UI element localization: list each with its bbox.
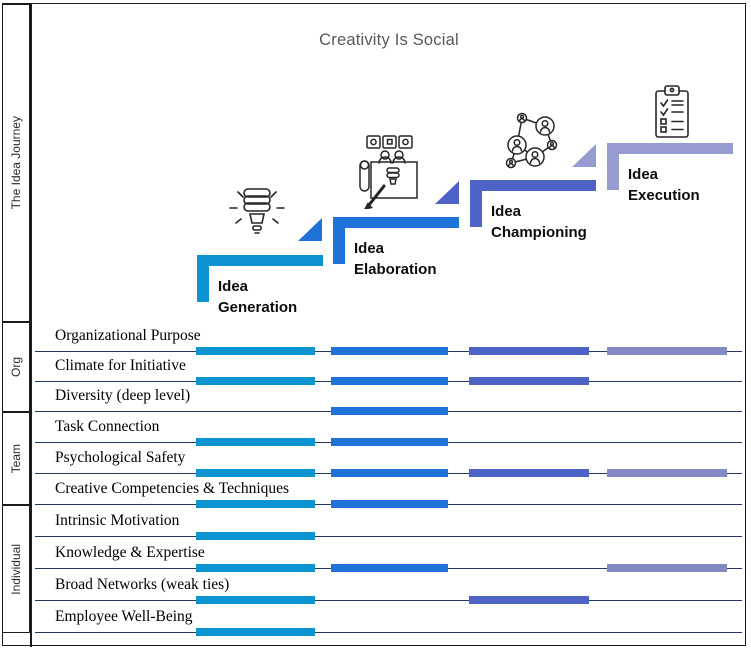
- group-label: Org: [9, 356, 23, 377]
- sidebar-cell-org: Org: [2, 322, 30, 412]
- stage-presence-bar: [196, 347, 315, 355]
- clipboard-checklist-icon: [652, 84, 692, 140]
- stage-presence-bar: [331, 469, 448, 477]
- table-row: Creative Competencies & Techniques: [30, 474, 748, 508]
- row-label: Creative Competencies & Techniques: [55, 480, 290, 497]
- row-label: Diversity (deep level): [55, 387, 191, 404]
- stage-presence-bar: [469, 469, 589, 477]
- table-row: Broad Networks (weak ties): [30, 569, 748, 604]
- row-label: Task Connection: [55, 418, 160, 435]
- group-label: Individual: [9, 543, 23, 595]
- stage-presence-bar: [607, 469, 727, 477]
- stage-presence-bar: [469, 596, 589, 604]
- stage-presence-bar: [196, 564, 315, 572]
- table-row: Climate for Initiative: [30, 352, 748, 385]
- stage-label: Idea Execution: [628, 166, 700, 204]
- sketch-collaboration-icon: [355, 135, 425, 209]
- row-label: Psychological Safety: [55, 449, 186, 466]
- row-label: Climate for Initiative: [55, 357, 186, 374]
- step-bar-vertical: [607, 143, 619, 190]
- stage-presence-bar: [196, 596, 315, 604]
- row-baseline: [35, 536, 742, 537]
- step-bar-vertical: [197, 255, 209, 302]
- row-label: Intrinsic Motivation: [55, 512, 180, 529]
- table-row: Psychological Safety: [30, 443, 748, 477]
- cfl-lightbulb-icon: [227, 183, 287, 245]
- row-baseline: [35, 632, 742, 633]
- stage-presence-bar: [196, 438, 315, 446]
- row-label: Broad Networks (weak ties): [55, 576, 230, 593]
- stage-presence-bar: [196, 500, 315, 508]
- sidebar-cell-team: Team: [2, 412, 30, 505]
- stage-presence-bar: [469, 347, 589, 355]
- table-row: Task Connection: [30, 412, 748, 446]
- sidebar-cell-individual: Individual: [2, 505, 30, 633]
- stage-presence-bar: [607, 347, 727, 355]
- stage-presence-bar: [469, 377, 589, 385]
- sidebar-divider: [30, 3, 32, 647]
- stage-presence-bar: [331, 407, 448, 415]
- table-row: Employee Well-Being: [30, 601, 748, 636]
- group-label: Team: [9, 443, 23, 474]
- table-row: Knowledge & Expertise: [30, 537, 748, 572]
- stage-presence-bar: [196, 628, 315, 636]
- stage-presence-bar: [331, 500, 448, 508]
- step-bar-horizontal: [333, 217, 459, 228]
- stage-label: Idea Elaboration: [354, 240, 437, 278]
- stage-presence-bar: [331, 564, 448, 572]
- diagram-title: Creativity Is Social: [319, 31, 459, 49]
- stage-presence-bar: [196, 377, 315, 385]
- people-network-icon: [502, 112, 558, 169]
- stage-label: Idea Championing: [491, 203, 587, 241]
- row-label: Knowledge & Expertise: [55, 544, 205, 561]
- table-row: Intrinsic Motivation: [30, 505, 748, 540]
- step-bar-horizontal: [197, 255, 323, 266]
- row-baseline: [35, 600, 742, 601]
- step-bar-vertical: [333, 217, 345, 264]
- step-bar-horizontal: [607, 143, 733, 154]
- stage-presence-bar: [607, 564, 727, 572]
- row-label: Organizational Purpose: [55, 327, 201, 344]
- stage-presence-bar: [196, 469, 315, 477]
- idea-journey-label: The Idea Journey: [9, 116, 23, 210]
- sidebar-cell-idea-journey: The Idea Journey: [2, 4, 30, 322]
- stage-label: Idea Generation: [218, 278, 298, 316]
- stage-presence-bar: [196, 532, 315, 540]
- stage-presence-bar: [331, 347, 448, 355]
- table-row: Diversity (deep level): [30, 382, 748, 415]
- row-label: Employee Well-Being: [55, 608, 193, 625]
- step-bar-vertical: [470, 180, 482, 227]
- step-bar-horizontal: [470, 180, 596, 191]
- table-row: Organizational Purpose: [30, 322, 748, 355]
- stage-presence-bar: [331, 438, 448, 446]
- stage-presence-bar: [331, 377, 448, 385]
